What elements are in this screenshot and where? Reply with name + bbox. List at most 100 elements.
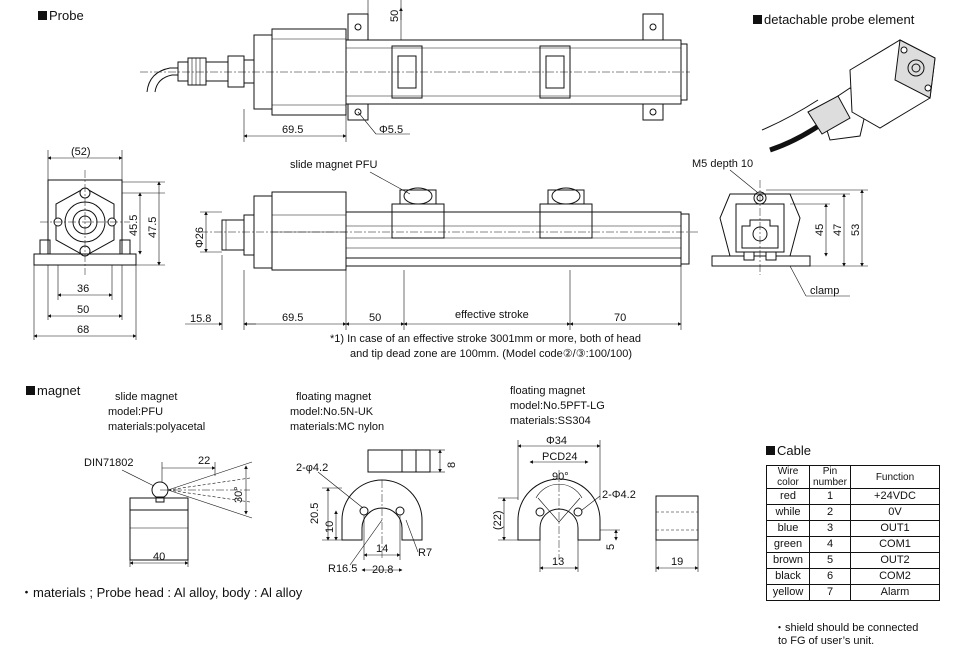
magnet-pfu: slide magnet model:PFU materials:polyace… [84,391,253,567]
lg-materials: materials:SS304 [510,415,591,427]
cable-header-function: Function [850,465,940,489]
heading-probe: Probe [49,8,84,23]
pfu-title: slide magnet [115,391,177,403]
heading-bullet [26,386,35,395]
uk-dim-8: 8 [446,462,458,468]
lg-pcd24: PCD24 [542,451,577,463]
clamp-label: clamp [810,285,839,297]
dim-50-top: 50 [389,10,401,22]
pfu-dim-22: 22 [198,455,210,467]
slide-magnet-label: slide magnet PFU [290,159,377,171]
lg-dim-13: 13 [552,556,564,568]
dim-52: (52) [71,146,91,158]
uk-model: model:No.5N-UK [290,406,374,418]
uk-materials: materials:MC nylon [290,421,384,433]
dim-70: 70 [614,312,626,324]
wire-color: brown [766,552,810,569]
dim-50-end: 50 [77,304,89,316]
dim-68: 68 [77,324,89,336]
dim-53-right: 53 [850,224,862,236]
wire-color: red [766,488,810,505]
pin-function: COM1 [850,536,940,553]
wire-color: while [766,504,810,521]
pfu-model: model:PFU [108,406,163,418]
cable-note-line2: to FG of user’s unit. [778,635,875,647]
pin-function: OUT2 [850,552,940,569]
pin-function: COM2 [850,568,940,585]
cable-header-wire: Wire color [766,465,810,489]
m5-depth-label: M5 depth 10 [692,158,753,170]
cable-note-line1: ・shield should be connected [774,622,919,634]
lg-phi34: Φ34 [546,435,567,447]
heading-detachable: detachable probe element [764,12,915,27]
footnote-line1: *1) In case of an effective stroke 3001m… [330,333,641,345]
pin-number: 7 [809,584,851,601]
uk-hole: 2-φ4.2 [296,462,328,474]
dim-50-side: 50 [369,312,381,324]
effective-stroke: effective stroke [455,309,529,321]
heading-magnet: magnet [37,383,81,398]
pin-number: 6 [809,568,851,585]
uk-r7: R7 [418,547,432,559]
heading-bullet [753,15,762,24]
pin-number: 3 [809,520,851,537]
heading-bullet [38,11,47,20]
cable-header-pin: Pin number [809,465,851,489]
pin-function: OUT1 [850,520,940,537]
wire-color: green [766,536,810,553]
dim-15-8: 15.8 [190,313,211,325]
dim-69-5-side: 69.5 [282,312,303,324]
dim-phi26: Φ26 [194,227,206,248]
magnet-uk: floating magnet model:No.5N-UK materials… [290,391,458,576]
dim-69-5-top: 69.5 [282,124,303,136]
detachable-probe-sketch [761,39,936,153]
heading-bullet [766,446,775,455]
lg-dim-5: 5 [605,544,617,550]
lg-90: 90° [552,471,569,483]
wire-color: black [766,568,810,585]
lg-title: floating magnet [510,385,585,397]
lg-model: model:No.5PFT-LG [510,400,605,412]
dim-45-5: 45.5 [128,215,140,236]
wire-color: blue [766,520,810,537]
uk-dim-20-8: 20.8 [372,564,393,576]
dim-47-5: 47.5 [147,217,159,238]
uk-dim-14: 14 [376,543,388,555]
dim-47-right: 47 [832,224,844,236]
probe-side-view: slide magnet PFU Φ26 15.8 69.5 50 effect… [185,159,700,360]
heading-cable: Cable [777,443,811,458]
pfu-dim-40: 40 [153,551,165,563]
pfu-din: DIN71802 [84,457,134,469]
dim-36: 36 [77,283,89,295]
dim-phi55: Φ5.5 [379,124,403,136]
materials-note: ・materials ; Probe head : Al alloy, body… [20,585,303,600]
lg-hole: 2-Φ4.2 [602,489,636,501]
uk-r16-5: R16.5 [328,563,357,575]
pin-number: 1 [809,488,851,505]
uk-title: floating magnet [296,391,371,403]
wire-color: yellow [766,584,810,601]
magnet-lg: floating magnet model:No.5PFT-LG materia… [492,385,699,572]
lg-dim-22: (22) [492,510,504,530]
pin-function: Alarm [850,584,940,601]
pin-number: 2 [809,504,851,521]
pin-number: 5 [809,552,851,569]
uk-dim-10: 10 [324,521,336,533]
uk-dim-20-5: 20.5 [309,503,321,524]
end-view-left: (52) 45.5 47.5 36 50 68 [33,146,165,340]
footnote-line2: and tip dead zone are 100mm. (Model code… [350,348,632,360]
pfu-dim-30: 30° [233,486,245,503]
probe-top-view: 69.5 50 Φ5.5 [140,0,690,142]
pin-function: +24VDC [850,488,940,505]
pin-function: 0V [850,504,940,521]
dim-45-right: 45 [814,224,826,236]
